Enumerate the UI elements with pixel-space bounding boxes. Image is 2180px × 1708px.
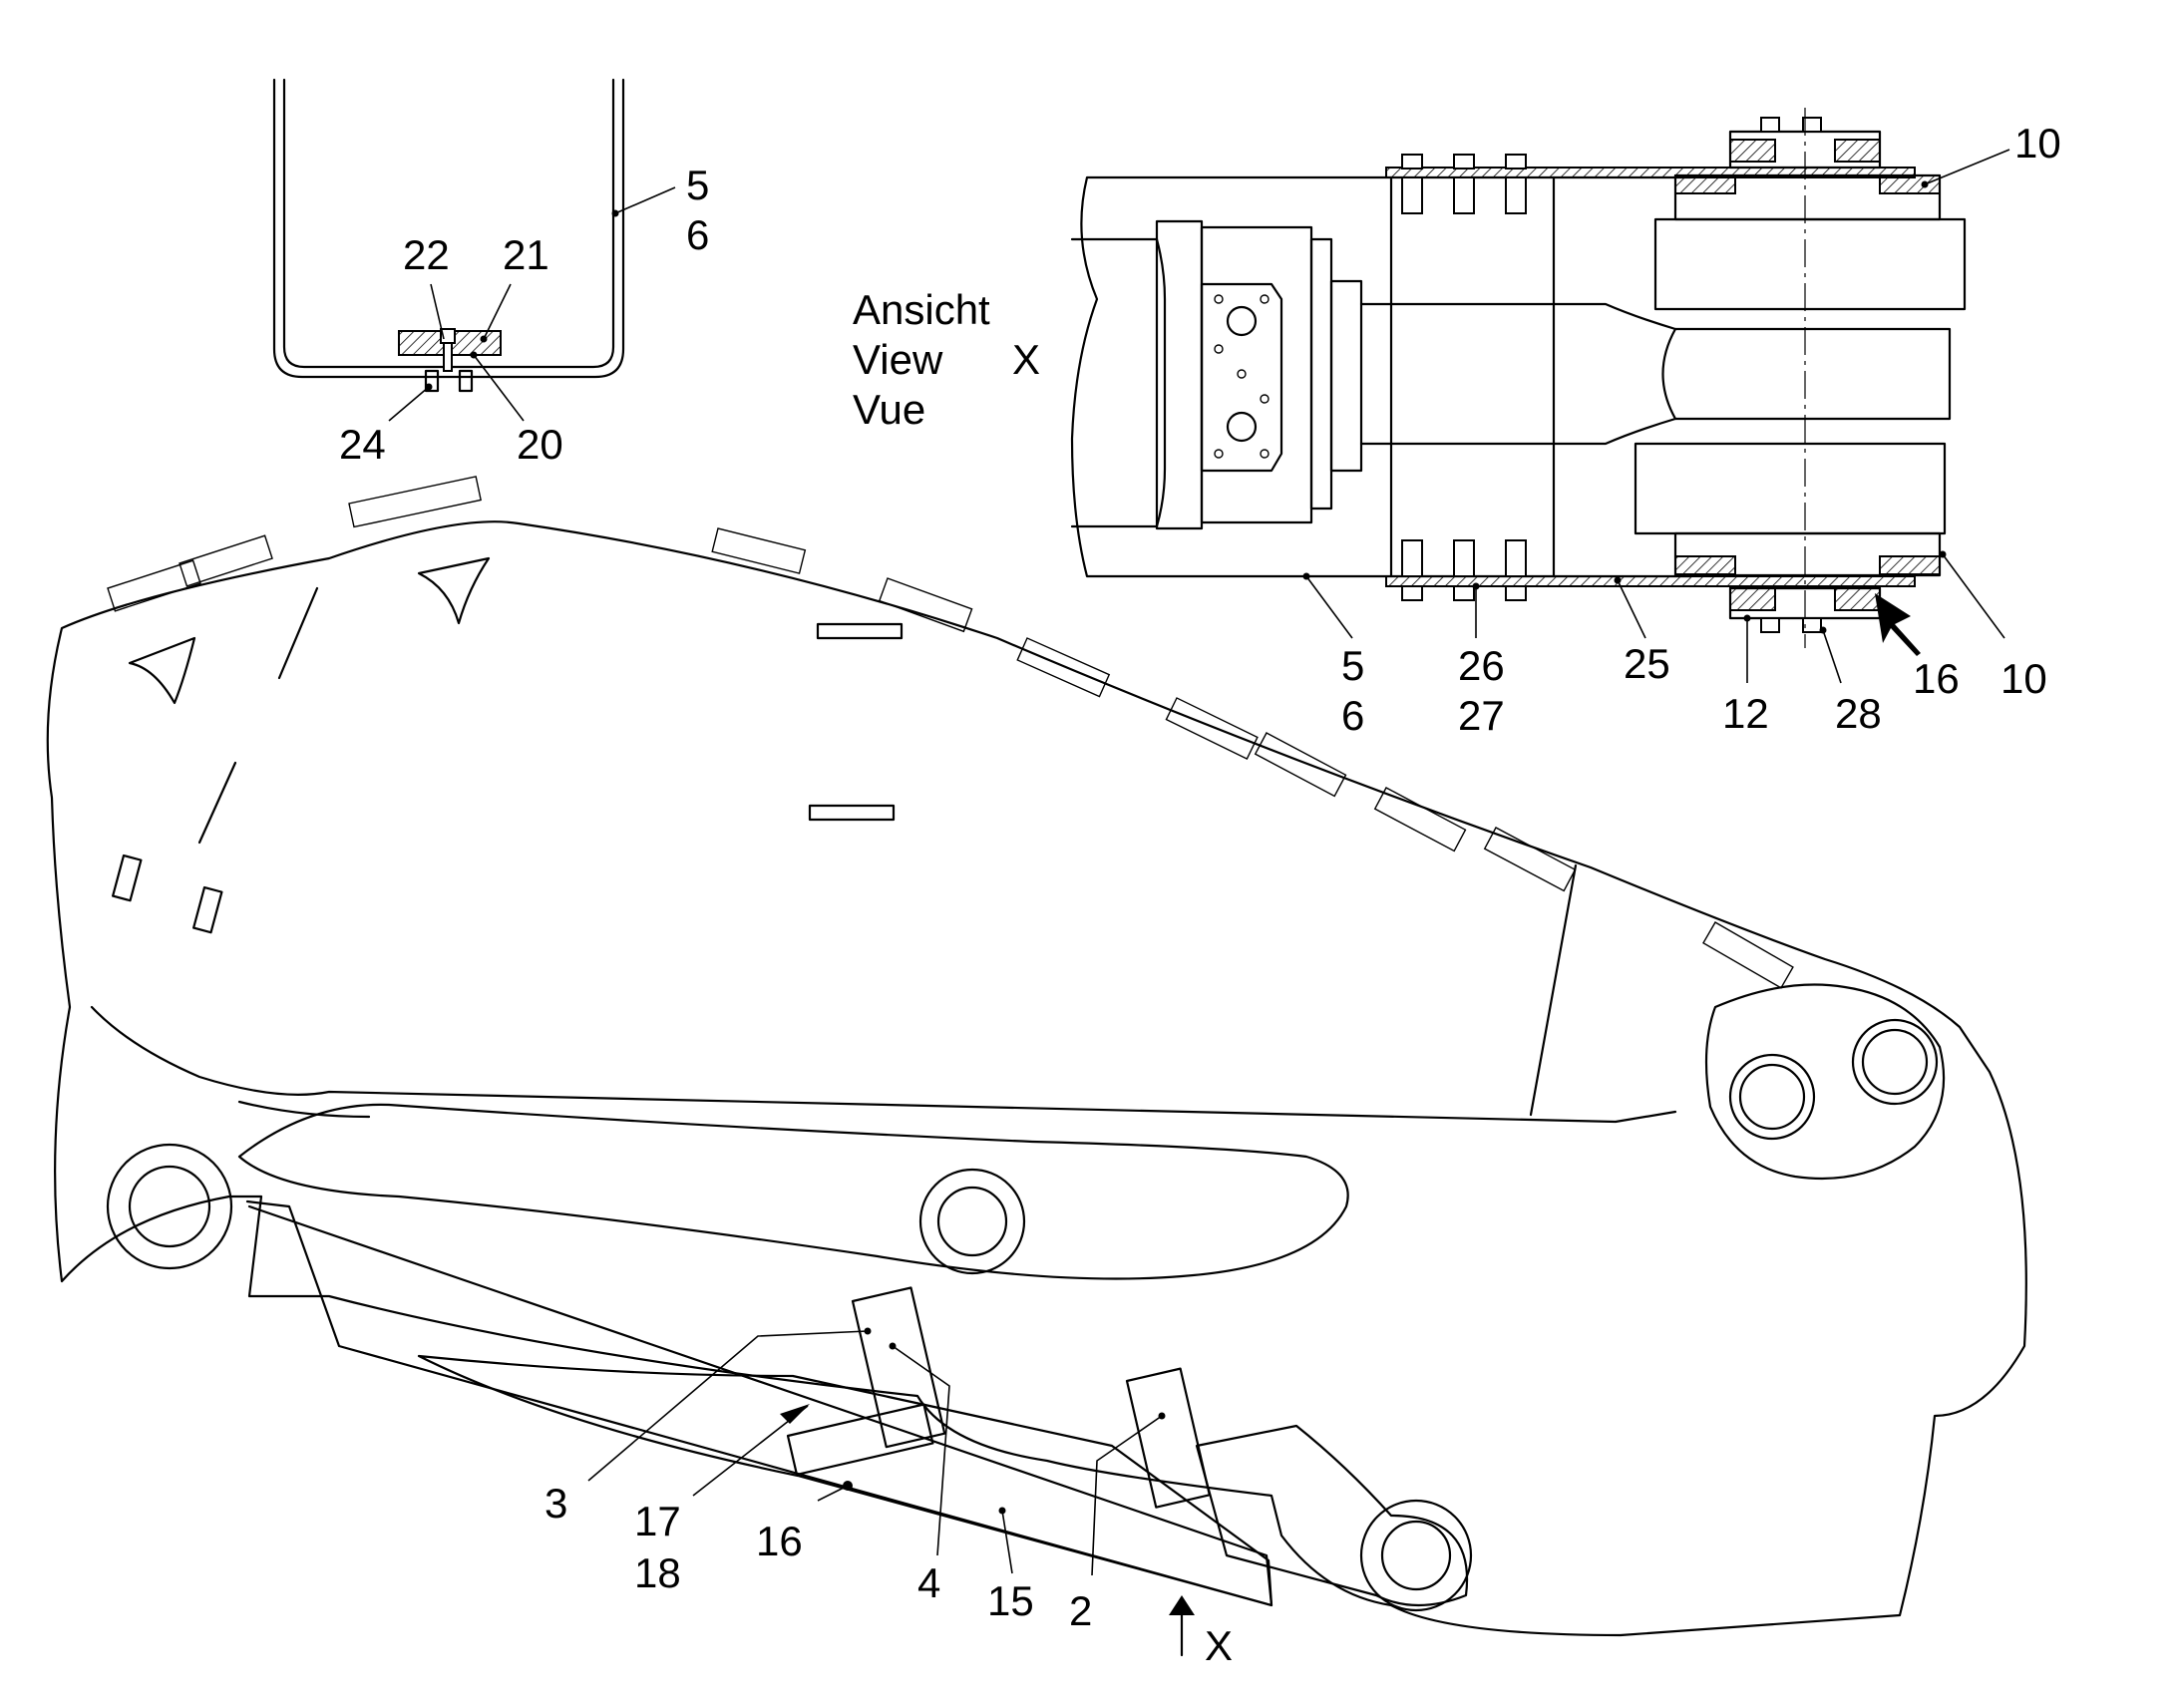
callout-main-18: 18 bbox=[634, 1549, 681, 1596]
callout-main-17: 17 bbox=[634, 1498, 681, 1544]
view-title: Ansicht View Vue X bbox=[853, 286, 1040, 433]
callout-view-10-bottom: 10 bbox=[2000, 655, 2047, 702]
view-x bbox=[1070, 108, 2010, 684]
callout-view-12: 12 bbox=[1722, 690, 1769, 737]
callout-main-15: 15 bbox=[987, 1577, 1034, 1624]
callout-view-6: 6 bbox=[1341, 692, 1364, 739]
arrow-x-label: X bbox=[1205, 1622, 1233, 1669]
view-title-line-2: View bbox=[853, 336, 943, 383]
callout-labels: 5 6 22 21 24 20 10 5 6 26 27 25 12 28 16… bbox=[339, 120, 2061, 1669]
callout-detail-24: 24 bbox=[339, 421, 386, 468]
callout-detail-5: 5 bbox=[686, 162, 709, 208]
callout-main-16: 16 bbox=[756, 1518, 803, 1564]
callout-main-3: 3 bbox=[545, 1480, 567, 1527]
view-title-line-1: Ansicht bbox=[853, 286, 990, 333]
detail-section bbox=[272, 78, 676, 422]
callout-detail-22: 22 bbox=[403, 231, 450, 278]
callout-view-27: 27 bbox=[1458, 692, 1505, 739]
callout-view-28: 28 bbox=[1835, 690, 1882, 737]
callout-detail-21: 21 bbox=[503, 231, 549, 278]
view-title-line-3: Vue bbox=[853, 386, 925, 433]
callout-detail-6: 6 bbox=[686, 211, 709, 258]
callout-detail-20: 20 bbox=[517, 421, 563, 468]
callout-view-16: 16 bbox=[1913, 655, 1960, 702]
callout-main-2: 2 bbox=[1069, 1587, 1092, 1634]
callout-view-26: 26 bbox=[1458, 642, 1505, 689]
view-letter: X bbox=[1012, 336, 1040, 383]
callout-view-5: 5 bbox=[1341, 642, 1364, 689]
callout-main-4: 4 bbox=[917, 1559, 940, 1606]
callout-view-25: 25 bbox=[1624, 640, 1670, 687]
callout-view-10-top: 10 bbox=[2014, 120, 2061, 167]
main-boom bbox=[46, 476, 2027, 1657]
